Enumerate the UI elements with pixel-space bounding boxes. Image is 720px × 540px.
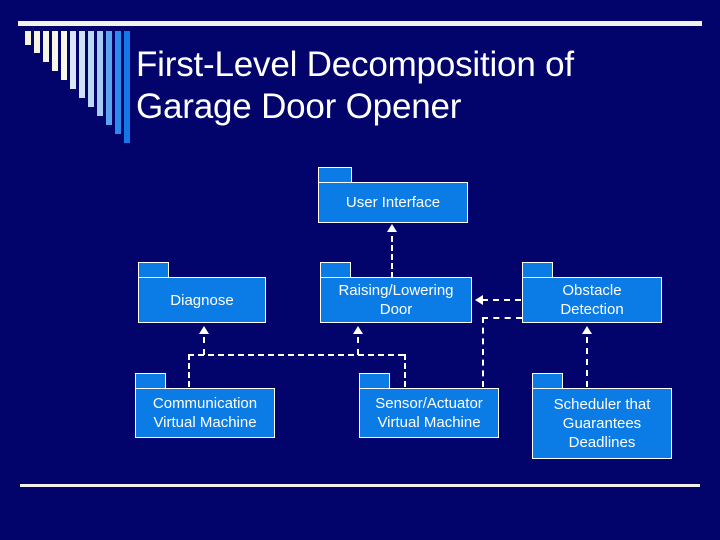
package-tab [522,262,553,278]
edge-door-to-ui-line [391,236,393,278]
edge-bus-to-diagnose-arrowhead [199,326,209,334]
page-title-line-1: First-Level Decomposition of [136,45,574,84]
package-tab [138,262,169,278]
deco-bar [34,31,40,53]
edge-sensorvm-riser [404,354,406,387]
deco-bar [115,31,121,134]
deco-bar [97,31,103,116]
edge-scheduler-to-obstacle-line [586,337,588,387]
package-tab [135,373,166,389]
package-communication-virtual-machine[interactable]: Communication Virtual Machine [135,373,275,439]
package-body: Obstacle Detection [522,277,662,323]
package-obstacle-detection[interactable]: Obstacle Detection [522,262,662,324]
package-tab [320,262,351,278]
edge-bus-to-door-line [357,337,359,355]
descending-bars-motif [25,31,130,146]
edge-door-to-obstacle-riser [482,317,484,387]
edge-scheduler-to-obstacle-arrowhead [582,326,592,334]
package-label: Obstacle Detection [560,282,624,318]
edge-door-to-ui-arrowhead [387,224,397,232]
package-label: User Interface [345,194,441,211]
package-tab [359,373,390,389]
package-tab [318,167,352,183]
package-body: Sensor/Actuator Virtual Machine [359,388,499,438]
package-raising-lowering-door[interactable]: Raising/Lowering Door [320,262,472,324]
edge-bus-to-diagnose-line [203,337,205,355]
deco-bar [43,31,49,62]
edge-obstacle-to-door-line [482,299,532,301]
edge-commvm-riser [188,354,190,387]
package-sensor-actuator-virtual-machine[interactable]: Sensor/Actuator Virtual Machine [359,373,499,439]
page-title: First-Level Decomposition of Garage Door… [136,44,696,128]
deco-bar [79,31,85,98]
deco-bar [106,31,112,125]
footer-rule [20,484,700,487]
edge-vm-bus-horizontal [188,354,404,356]
deco-bar [124,31,130,143]
package-label: Communication Virtual Machine [152,395,258,431]
package-body: Raising/Lowering Door [320,277,472,323]
package-body: Diagnose [138,277,266,323]
package-user-interface[interactable]: User Interface [318,167,468,223]
deco-bar [88,31,94,107]
deco-bar [70,31,76,89]
package-body: Communication Virtual Machine [135,388,275,438]
deco-bar [61,31,67,80]
edge-bus-to-door-arrowhead [353,326,363,334]
edge-door-to-obstacle-line [482,317,522,319]
package-scheduler[interactable]: Scheduler that Guarantees Deadlines [532,373,672,460]
package-label: Raising/Lowering Door [338,282,454,318]
package-label: Diagnose [170,291,234,309]
deco-bar [25,31,31,45]
edge-obstacle-to-door-arrowhead [475,295,483,305]
package-label: Sensor/Actuator Virtual Machine [375,395,483,431]
package-body: User Interface [318,182,468,223]
deco-bar [52,31,58,71]
package-body: Scheduler that Guarantees Deadlines [532,388,672,459]
header-rule [18,21,702,26]
package-label: Scheduler that Guarantees Deadlines [553,396,651,451]
page-title-line-2: Garage Door Opener [136,87,462,126]
package-tab [532,373,563,389]
package-diagnose[interactable]: Diagnose [138,262,266,324]
